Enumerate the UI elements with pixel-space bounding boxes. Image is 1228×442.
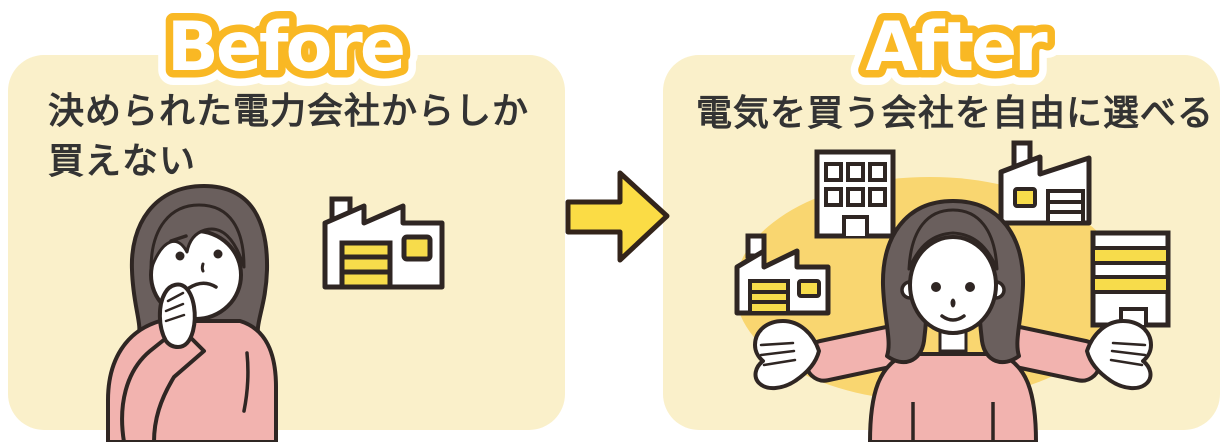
factory-icon	[734, 233, 831, 316]
factory-icon	[322, 196, 445, 290]
after-title-halo: After	[865, 8, 1048, 87]
after-title: After After After	[850, 0, 1066, 102]
after-title-outline: After	[865, 8, 1048, 87]
happy-woman-illustration	[753, 199, 1153, 442]
before-description-line1: 決められた電力会社からしか	[48, 90, 530, 131]
before-illustration	[106, 184, 445, 442]
before-description-line2: 買えない	[48, 140, 197, 181]
right-arrow-icon	[565, 170, 670, 263]
after-illustration	[734, 140, 1171, 442]
factory-icon	[998, 140, 1092, 226]
striped-building-icon	[1090, 230, 1171, 328]
before-title-text: Before	[167, 8, 403, 87]
worried-woman-illustration	[106, 184, 278, 442]
before-title-outline: Before	[167, 8, 403, 87]
after-description: 電気を買う会社を自由に選べる	[696, 92, 1215, 133]
before-panel	[8, 55, 565, 430]
after-title-text: After	[865, 8, 1048, 87]
before-title-halo: Before	[167, 8, 403, 87]
before-title: Before Before Before	[152, 0, 421, 102]
before-description: 決められた電力会社からしか 買えない	[48, 86, 529, 186]
office-building-icon	[814, 149, 896, 239]
